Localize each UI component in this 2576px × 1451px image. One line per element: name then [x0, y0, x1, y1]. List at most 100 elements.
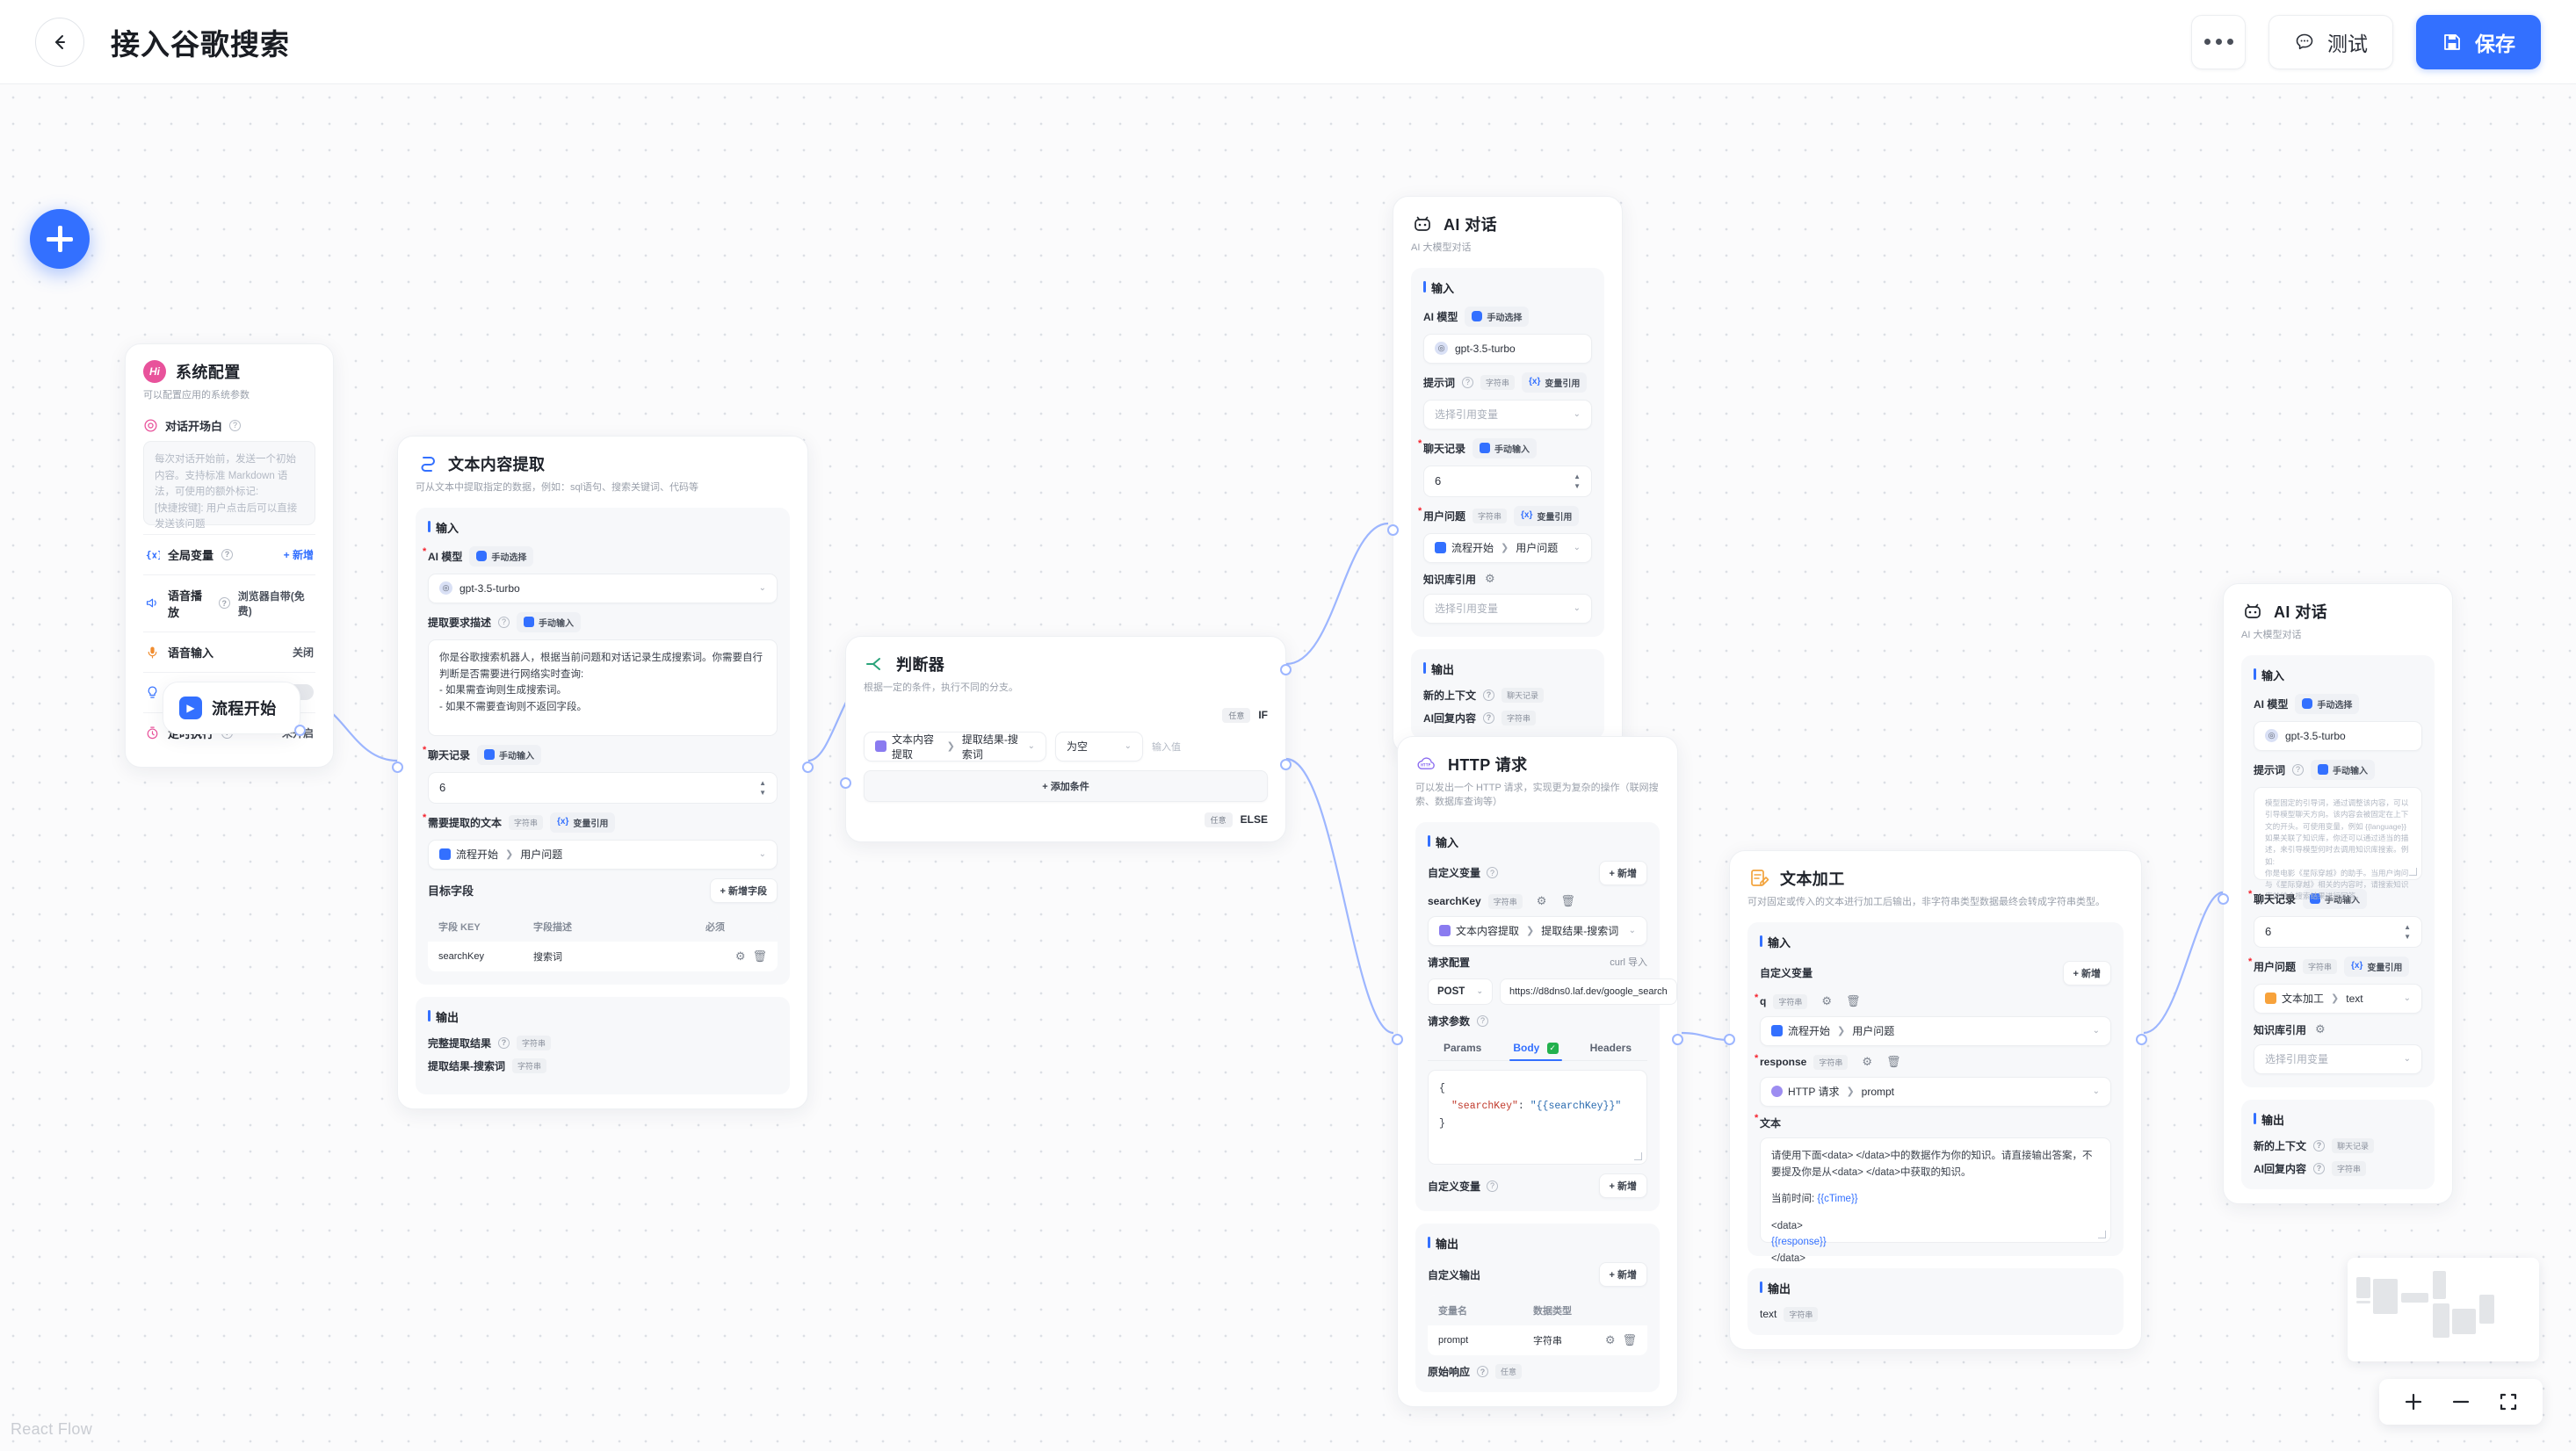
add-output-button[interactable]: + 新增 [1598, 1262, 1647, 1288]
help-icon[interactable]: ? [221, 548, 234, 560]
opening-textarea[interactable]: 每次对话开始前，发送一个初始内容。支持标准 Markdown 语法，可使用的额外… [143, 440, 315, 530]
settings-gear-icon[interactable]: ⚙ [1862, 1055, 1873, 1069]
resize-handle-icon[interactable] [2409, 867, 2417, 876]
kb-var-select[interactable]: 选择引用变量 ⌄ [1423, 593, 1592, 624]
add-field-button[interactable]: + 新增字段 [709, 877, 778, 903]
settings-gear-icon[interactable]: ⚙ [1485, 572, 1495, 586]
var-ref-chip[interactable]: {x} 变量引用 [1514, 505, 1580, 526]
test-button[interactable]: 测试 [2268, 14, 2393, 69]
zoom-controls[interactable] [2379, 1379, 2543, 1425]
model-select[interactable]: ◎ gpt-3.5-turbo [1423, 333, 1592, 364]
manual-select-chip[interactable]: 手动选择 [469, 545, 534, 567]
tab-body[interactable]: Body ✓ [1509, 1036, 1563, 1062]
http-method-select[interactable]: POST ⌄ [1428, 978, 1493, 1005]
stepper-arrows[interactable]: ▲▼ [1574, 473, 1581, 489]
config-row-voice-input[interactable]: 语音输入 关闭 [143, 631, 315, 672]
var-ref-chip[interactable]: {x} 变量引用 [2344, 956, 2410, 977]
handle-judge-in[interactable] [840, 777, 851, 789]
help-icon[interactable]: ? [218, 597, 230, 610]
add-condition-button[interactable]: + 添加条件 [864, 769, 1268, 802]
history-stepper[interactable]: 6 ▲▼ [2254, 915, 2422, 948]
flow-canvas[interactable]: Hi 系统配置 可以配置应用的系统参数 对话开场白 ? 每次对话开始前，发送一个… [0, 84, 2576, 1451]
resize-handle-icon[interactable] [1634, 1152, 1642, 1161]
config-value[interactable]: 关闭 [292, 646, 314, 659]
node-flow-start[interactable]: ▶ 流程开始 [163, 682, 306, 736]
node-ai-chat-2[interactable]: AI 对话 AI 大模型对话 输入 AI 模型 手动选择 ◎ gpt-3.5-t… [2218, 583, 2453, 1204]
back-button[interactable] [35, 17, 84, 67]
curl-import-link[interactable]: curl 导入 [1610, 957, 1647, 969]
help-icon[interactable]: ? [498, 616, 510, 628]
handle-textproc-in[interactable] [1724, 1034, 1735, 1045]
node-ai-chat-1[interactable]: AI 对话 AI 大模型对话 输入 AI 模型 手动选择 ◎ gpt-3.5-t… [1387, 196, 1623, 754]
help-icon[interactable]: ? [2313, 1162, 2326, 1174]
history-stepper[interactable]: 6 ▲▼ [428, 771, 778, 804]
help-icon[interactable]: ? [1483, 689, 1495, 701]
prompt-textarea[interactable]: 模型固定的引导词，通过调整该内容，可以引导模型聊天方向。该内容会被固定在上下文的… [2254, 786, 2422, 900]
config-row-global-variable[interactable]: {x} 全局变量 ? + 新增 [143, 533, 315, 574]
help-icon[interactable]: ? [498, 1036, 510, 1049]
node-text-process[interactable]: 文本加工 可对固定或传入的文本进行加工后输出，非字符串类型数据最终会转成字符串类… [1724, 850, 2147, 1350]
zoom-out-button[interactable] [2449, 1390, 2472, 1413]
delete-trash-icon[interactable]: 🗑 [752, 949, 767, 963]
handle-http-in[interactable] [1392, 1034, 1403, 1045]
help-icon[interactable]: ? [1477, 1014, 1489, 1027]
condition-variable-select[interactable]: 文本内容提取 ❯ 提取结果-搜索词 ⌄ [864, 731, 1046, 762]
http-url-input[interactable]: https://d8dns0.laf.dev/google_search [1500, 978, 1677, 1005]
help-icon[interactable]: ? [1477, 1366, 1489, 1378]
handle-start-out[interactable] [294, 725, 306, 736]
manual-input-chip[interactable]: 手动输入 [1473, 437, 1538, 458]
help-icon[interactable]: ? [229, 419, 242, 431]
manual-input-chip[interactable]: 手动输入 [2311, 759, 2376, 780]
condition-operator-select[interactable]: 为空 ⌄ [1055, 731, 1143, 762]
tab-headers[interactable]: Headers [1589, 1042, 1632, 1055]
add-node-button[interactable] [30, 209, 90, 269]
delete-trash-icon[interactable]: 🗑 [1846, 994, 1861, 1008]
handle-judge-else-out[interactable] [1280, 759, 1292, 770]
node-http-request[interactable]: HTTP HTTP 请求 可以发出一个 HTTP 请求，实现更为复杂的操作（联网… [1392, 736, 1683, 1408]
minimap[interactable] [2348, 1258, 2539, 1361]
delete-trash-icon[interactable]: 🗑 [1886, 1055, 1901, 1069]
help-icon[interactable]: ? [1487, 1180, 1499, 1192]
table-row[interactable]: searchKey 搜索词 ⚙ 🗑 [428, 942, 778, 971]
resize-handle-icon[interactable] [2098, 1230, 2106, 1238]
manual-input-chip[interactable]: 手动输入 [477, 744, 542, 765]
add-variable-button[interactable]: + 新增 [2062, 960, 2111, 985]
var-response-select[interactable]: HTTP 请求 ❯ prompt ⌄ [1760, 1076, 2111, 1107]
model-select[interactable]: ◎ gpt-3.5-turbo [2254, 720, 2422, 751]
settings-gear-icon[interactable]: ⚙ [2315, 1022, 2326, 1036]
zoom-in-button[interactable] [2402, 1390, 2425, 1413]
handle-judge-if-out[interactable] [1280, 664, 1292, 675]
help-icon[interactable]: ? [1487, 867, 1499, 879]
handle-extract-out[interactable] [802, 762, 814, 773]
help-icon[interactable]: ? [2292, 763, 2305, 776]
req-textarea[interactable]: 你是谷歌搜索机器人，根据当前问题和对话记录生成搜索词。你需要自行判断是否需要进行… [428, 639, 778, 736]
settings-gear-icon[interactable]: ⚙ [1604, 1333, 1616, 1347]
delete-trash-icon[interactable]: 🗑 [1560, 894, 1575, 908]
delete-trash-icon[interactable]: 🗑 [1622, 1333, 1637, 1347]
handle-extract-in[interactable] [392, 762, 403, 773]
question-var-select[interactable]: 文本加工 ❯ text ⌄ [2254, 983, 2422, 1014]
config-value[interactable]: 浏览器自带(免费) [237, 589, 305, 617]
handle-http-out[interactable] [1672, 1034, 1683, 1045]
save-button[interactable]: 保存 [2416, 14, 2541, 69]
help-icon[interactable]: ? [1483, 711, 1495, 724]
var-q-select[interactable]: 流程开始 ❯ 用户问题 ⌄ [1760, 1015, 2111, 1046]
manual-select-chip[interactable]: 手动选择 [1465, 306, 1530, 327]
node-text-extract[interactable]: 文本内容提取 可从文本中提取指定的数据，例如：sql语句、搜索关键词、代码等 输… [392, 436, 814, 1109]
node-judge[interactable]: 判断器 根据一定的条件，执行不同的分支。 任意 IF 文本内容提取 ❯ 提取结果… [840, 636, 1292, 842]
settings-gear-icon[interactable]: ⚙ [1536, 894, 1547, 908]
var-ref-chip[interactable]: {x} 变量引用 [1522, 372, 1588, 393]
handle-ai2-in[interactable] [2218, 893, 2229, 905]
stepper-arrows[interactable]: ▲▼ [759, 779, 766, 796]
kb-var-select[interactable]: 选择引用变量 ⌄ [2254, 1043, 2422, 1074]
help-icon[interactable]: ? [1462, 376, 1474, 388]
handle-ai1-in[interactable] [1387, 524, 1399, 536]
help-icon[interactable]: ? [2313, 1139, 2326, 1151]
text-var-select[interactable]: 流程开始 ❯ 用户问题 ⌄ [428, 839, 778, 870]
condition-value-input[interactable]: 输入值 [1152, 741, 1181, 753]
fit-view-button[interactable] [2497, 1390, 2520, 1413]
more-options-button[interactable] [2191, 14, 2246, 69]
history-stepper[interactable]: 6 ▲▼ [1423, 465, 1592, 497]
var-ref-chip[interactable]: {x} 变量引用 [550, 812, 616, 833]
model-select[interactable]: ◎ gpt-3.5-turbo ⌄ [428, 573, 778, 603]
